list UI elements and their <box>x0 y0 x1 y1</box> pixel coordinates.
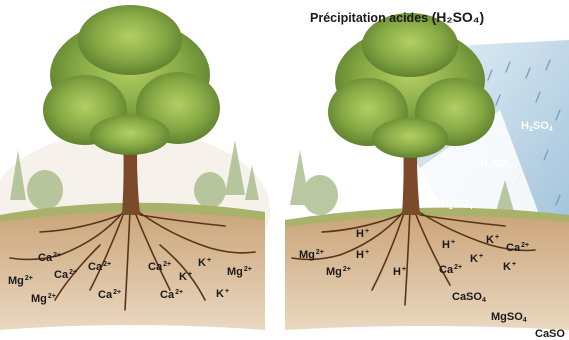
ion-label: Mg2+ <box>31 294 56 305</box>
ion-label: H+ <box>356 250 369 261</box>
ion-label: Ca2+ <box>506 243 529 254</box>
title-text: Précipitation acides <box>310 11 428 25</box>
crown-left <box>43 5 220 155</box>
ion-label: Mg2+ <box>299 250 324 261</box>
ion-label: Mg2+ <box>8 276 33 287</box>
ion-label: Mg2+ <box>227 267 252 278</box>
ion-label: Ca2+ <box>160 290 183 301</box>
rain-label: H2SO4 <box>521 121 553 132</box>
salt-label: CaSO4 <box>452 292 486 303</box>
salt-label: MgSO4 <box>491 312 527 323</box>
ion-label: K+ <box>198 258 211 269</box>
rain-label: H2SO4 <box>480 159 512 170</box>
ion-label: Ca2+ <box>439 265 462 276</box>
ion-label: Mg2+ <box>326 267 351 278</box>
ion-label: K+ <box>216 289 229 300</box>
ion-label: Ca2+ <box>88 262 111 273</box>
ion-label: Ca2+ <box>148 262 171 273</box>
ion-label: Ca2+ <box>38 253 61 264</box>
ion-label: H+ <box>393 267 406 278</box>
diagram-title: Précipitation acides (H₂SO₄) <box>310 9 484 25</box>
crown-right <box>328 13 495 158</box>
rain-label: H2SO4 <box>441 199 473 210</box>
salt-label: CaSO <box>535 329 565 340</box>
ion-label: H+ <box>356 229 369 240</box>
ion-label: K+ <box>179 272 192 283</box>
ion-label: Ca2+ <box>98 290 121 301</box>
soil-left <box>0 204 265 330</box>
ion-label: Ca2+ <box>54 270 77 281</box>
left-scene <box>0 5 270 330</box>
right-scene <box>285 13 569 330</box>
title-formula: (H₂SO₄) <box>432 9 485 25</box>
ion-label: K+ <box>503 262 516 273</box>
ion-label: K+ <box>486 235 499 246</box>
ion-label: K+ <box>470 254 483 265</box>
ion-label: H+ <box>442 240 455 251</box>
